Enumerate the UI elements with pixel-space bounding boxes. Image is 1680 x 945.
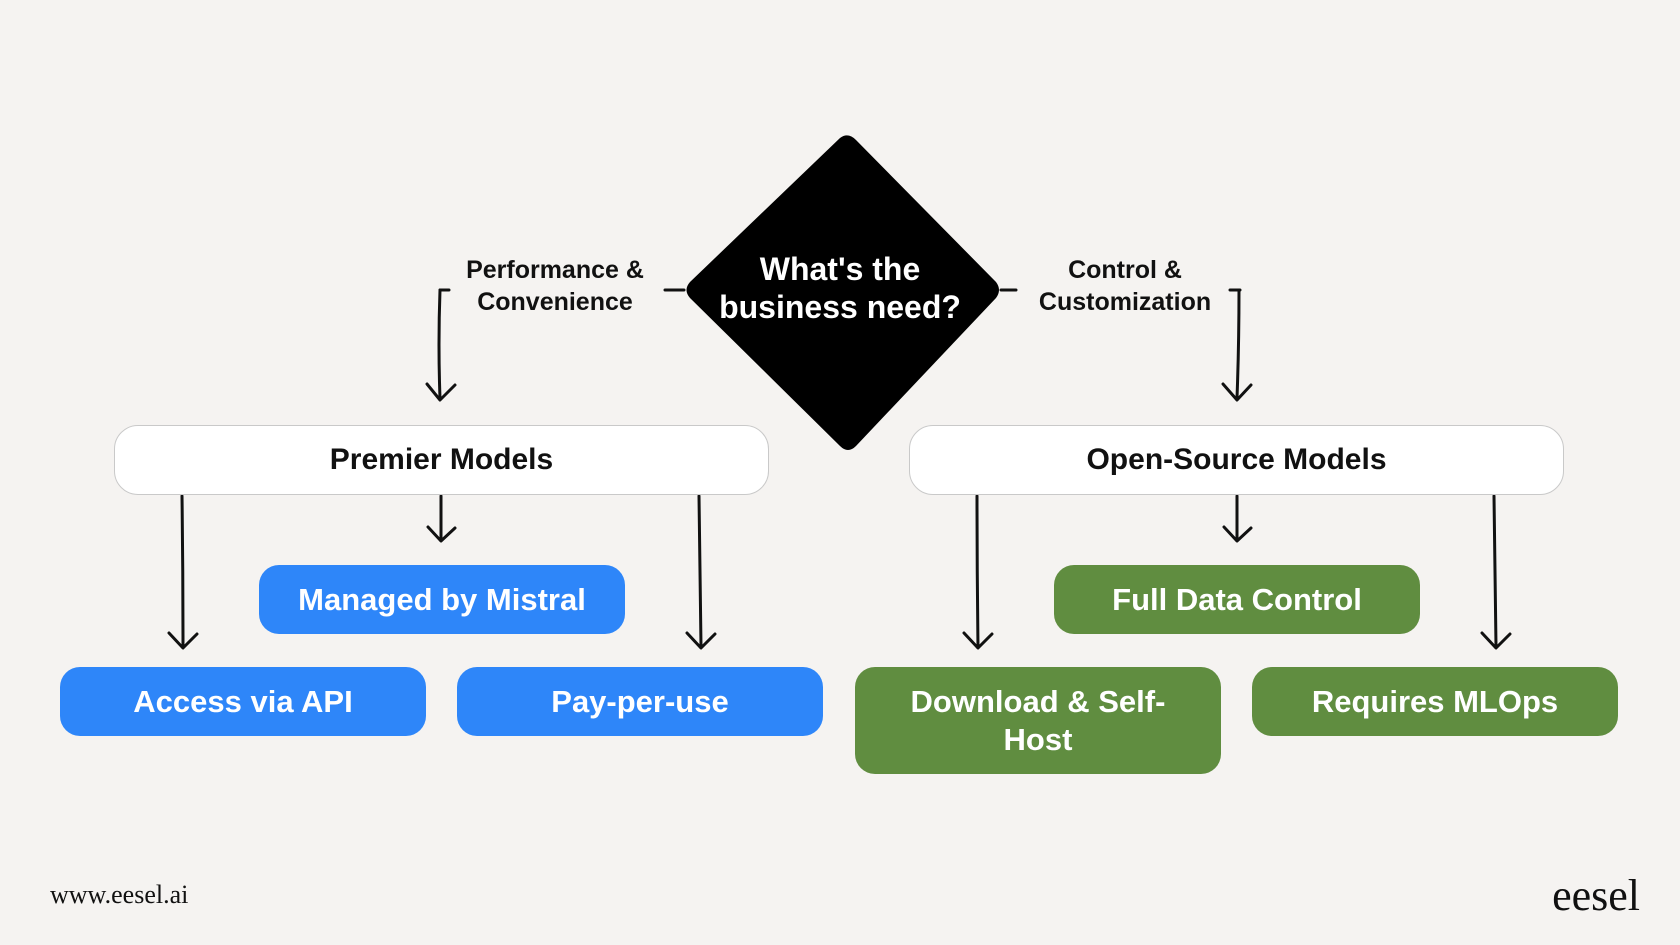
decision-question: What's the business need?	[700, 250, 980, 326]
left-branch-label-line2: Convenience	[477, 288, 633, 316]
decision-question-line2: business need?	[719, 289, 961, 325]
premier-models-box: Premier Models	[114, 425, 769, 495]
left-branch-label: Performance & Convenience	[450, 254, 660, 318]
eesel-logo: eesel	[1552, 871, 1640, 920]
requires-mlops-box: Requires MLOps	[1252, 667, 1618, 736]
download-self-host-box: Download & Self- Host	[855, 667, 1221, 774]
left-branch-label-line1: Performance &	[466, 256, 644, 284]
open-source-models-box: Open-Source Models	[909, 425, 1564, 495]
premier-child-arrows	[167, 494, 717, 650]
decision-diamond	[686, 135, 999, 450]
footer-url: www.eesel.ai	[50, 880, 189, 909]
pay-per-use-box: Pay-per-use	[457, 667, 823, 736]
download-self-host-line2: Host	[1003, 721, 1073, 757]
right-branch-label: Control & Customization	[1020, 254, 1230, 318]
left-branch-arrow	[425, 288, 686, 402]
managed-by-mistral-box: Managed by Mistral	[259, 565, 625, 634]
right-branch-label-line1: Control &	[1068, 256, 1182, 284]
access-via-api-box: Access via API	[60, 667, 426, 736]
right-branch-arrow	[999, 288, 1253, 402]
open-source-child-arrows	[962, 494, 1512, 650]
right-branch-label-line2: Customization	[1038, 288, 1212, 316]
download-self-host-line1: Download & Self-	[910, 683, 1166, 719]
full-data-control-box: Full Data Control	[1054, 565, 1420, 634]
decision-question-line1: What's the	[759, 251, 921, 287]
